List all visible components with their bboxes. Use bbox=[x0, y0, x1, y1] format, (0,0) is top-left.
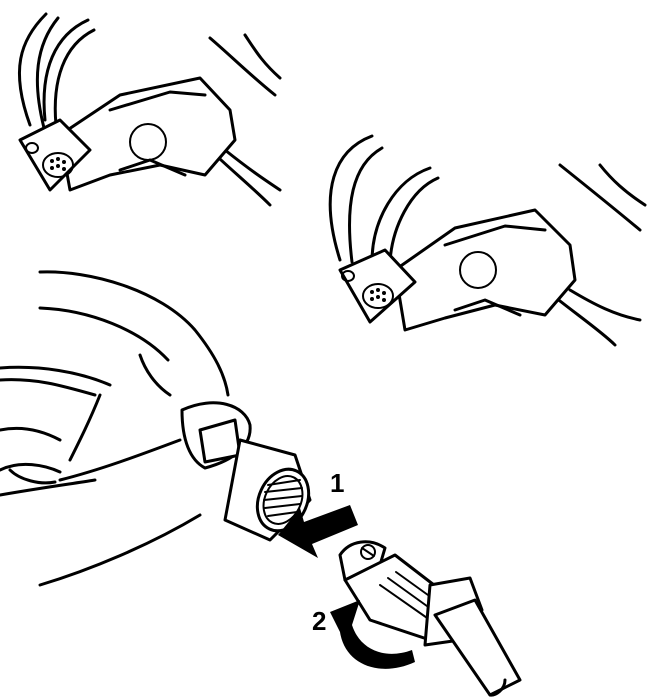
connector-sleeve bbox=[223, 438, 312, 542]
step-1-label: 1 bbox=[330, 468, 344, 498]
insert-arrow bbox=[278, 505, 358, 558]
cable-gland bbox=[338, 540, 522, 697]
step-2-label: 2 bbox=[312, 606, 326, 636]
rotate-arrow bbox=[330, 600, 415, 669]
pliers-right bbox=[328, 134, 647, 347]
pliers-left bbox=[17, 12, 282, 207]
hand bbox=[0, 270, 252, 587]
